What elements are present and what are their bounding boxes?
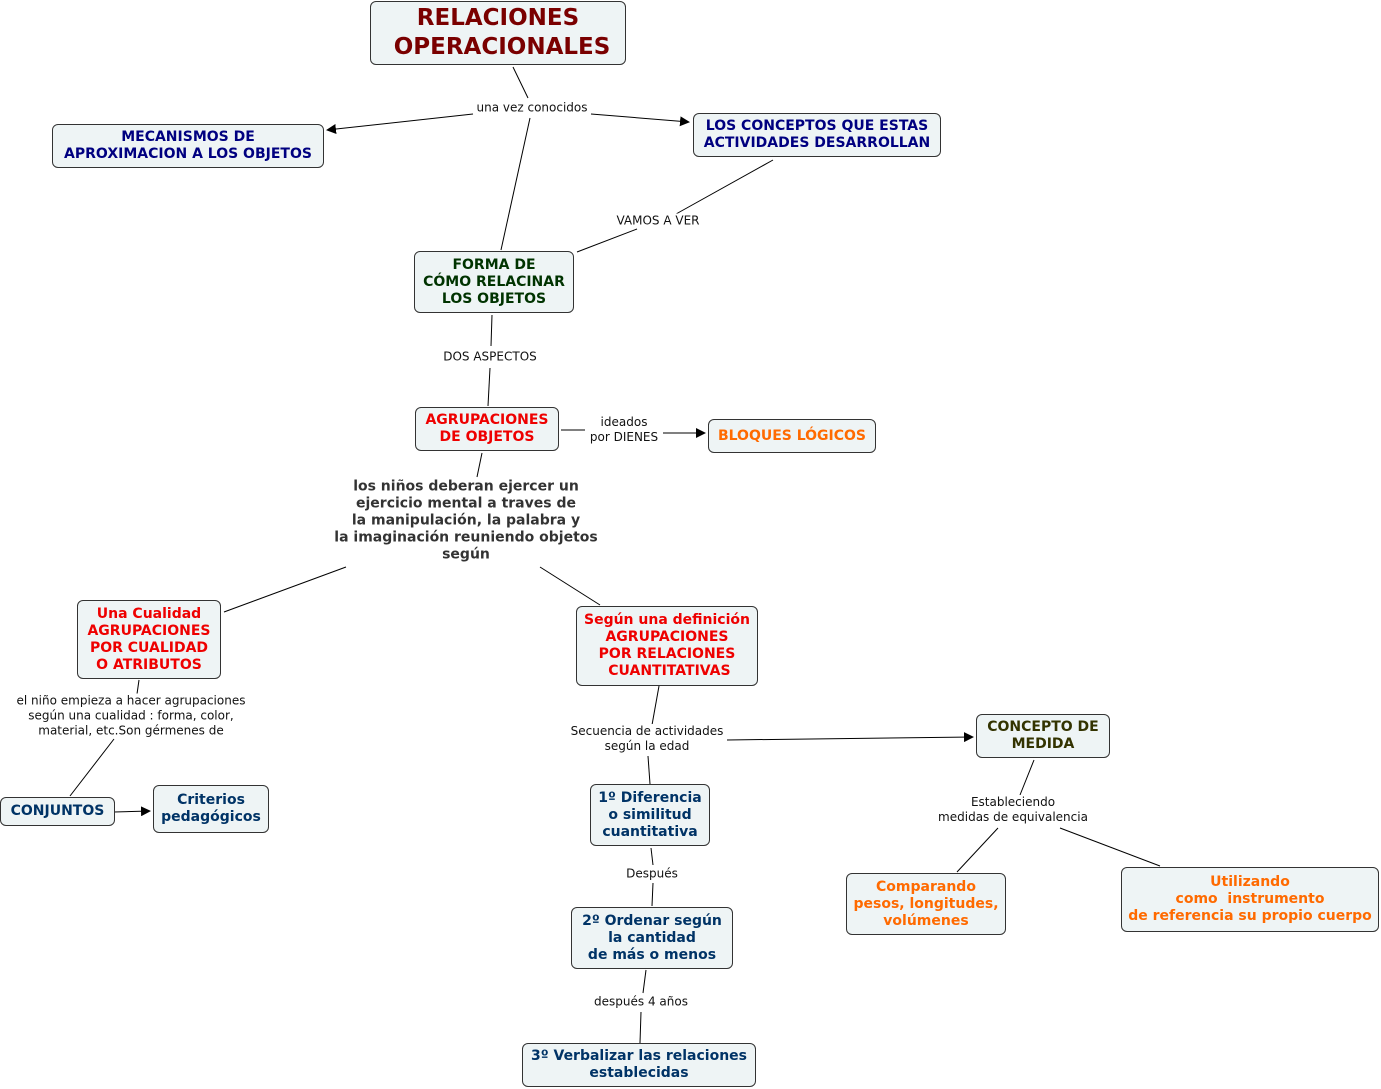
link-label-despues-4: después 4 años <box>592 994 690 1010</box>
link-forma-dos <box>490 314 493 347</box>
link-conjuntos-criterios <box>113 806 151 817</box>
link-medida-estab <box>1019 759 1035 796</box>
link-label-despues: Después <box>624 866 680 882</box>
title-node[interactable]: RELACIONES OPERACIONALES <box>370 1 626 65</box>
link-agrup-ninos <box>476 452 483 478</box>
link-secuencia-medida <box>726 732 974 743</box>
link-ordenar-despues4 <box>642 969 647 994</box>
link-label-dos-aspectos: DOS ASPECTOS <box>441 349 539 365</box>
link-cualidad-nino <box>136 679 140 695</box>
link-to-mecanismos <box>326 113 474 134</box>
link-definicion-secuencia <box>651 685 660 726</box>
link-estab-utilizando <box>1059 827 1161 867</box>
ordenar-node[interactable]: 2º Ordenar según la cantidad de más o me… <box>571 907 733 969</box>
medida-node[interactable]: CONCEPTO DE MEDIDA <box>976 714 1110 758</box>
forma-node[interactable]: FORMA DE CÓMO RELACINAR LOS OBJETOS <box>414 251 574 313</box>
link-ninos-definicion <box>539 566 601 606</box>
utilizando-node[interactable]: Utilizando como instrumento de referenci… <box>1121 867 1379 932</box>
bloques-node[interactable]: BLOQUES LÓGICOS <box>708 419 876 453</box>
link-ninos-cualidad <box>223 566 347 613</box>
link-conceptos-vamos <box>675 159 774 215</box>
cualidad-node[interactable]: Una Cualidad AGRUPACIONES POR CUALIDAD O… <box>77 600 221 679</box>
link-to-conceptos <box>590 113 690 127</box>
link-nino-conjuntos <box>69 738 115 797</box>
conceptos-node[interactable]: LOS CONCEPTOS QUE ESTAS ACTIVIDADES DESA… <box>693 113 941 157</box>
definicion-node[interactable]: Según una definición AGRUPACIONES POR RE… <box>576 606 758 686</box>
conjuntos-node[interactable]: CONJUNTOS <box>0 797 115 826</box>
link-despues-ordenar <box>651 882 654 907</box>
link-despues4-verbalizar <box>639 1011 642 1044</box>
verbalizar-node[interactable]: 3º Verbalizar las relaciones establecida… <box>522 1043 756 1087</box>
link-label-vamos: VAMOS A VER <box>614 213 702 229</box>
link-vamos-forma <box>576 228 638 253</box>
link-label-el-nino: el niño empieza a hacer agrupaciones seg… <box>14 693 248 739</box>
link-label-to-forma <box>500 117 531 251</box>
link-secuencia-diferencia <box>647 755 651 785</box>
link-diferencia-despues <box>650 847 654 866</box>
link-label-una-vez: una vez conocidos <box>474 100 590 116</box>
link-label-secuencia: Secuencia de actividades según la edad <box>568 724 726 754</box>
link-dos-agrup <box>487 367 491 407</box>
link-label-ideados: ideados por DIENES <box>587 415 661 445</box>
mecanismos-node[interactable]: MECANISMOS DE APROXIMACION A LOS OBJETOS <box>52 124 324 168</box>
link-title-label <box>512 66 529 99</box>
ninos-text: los niños deberan ejercer un ejercicio m… <box>334 478 598 563</box>
link-label-estableciendo: Estableciendo medidas de equivalencia <box>936 795 1090 825</box>
diferencia-node[interactable]: 1º Diferencia o similitud cuantitativa <box>590 784 710 846</box>
criterios-node[interactable]: Criterios pedagógicos <box>153 785 269 833</box>
link-estab-comparando <box>956 827 999 873</box>
comparando-node[interactable]: Comparando pesos, longitudes, volúmenes <box>846 873 1006 935</box>
agrupaciones-node[interactable]: AGRUPACIONES DE OBJETOS <box>415 407 559 451</box>
